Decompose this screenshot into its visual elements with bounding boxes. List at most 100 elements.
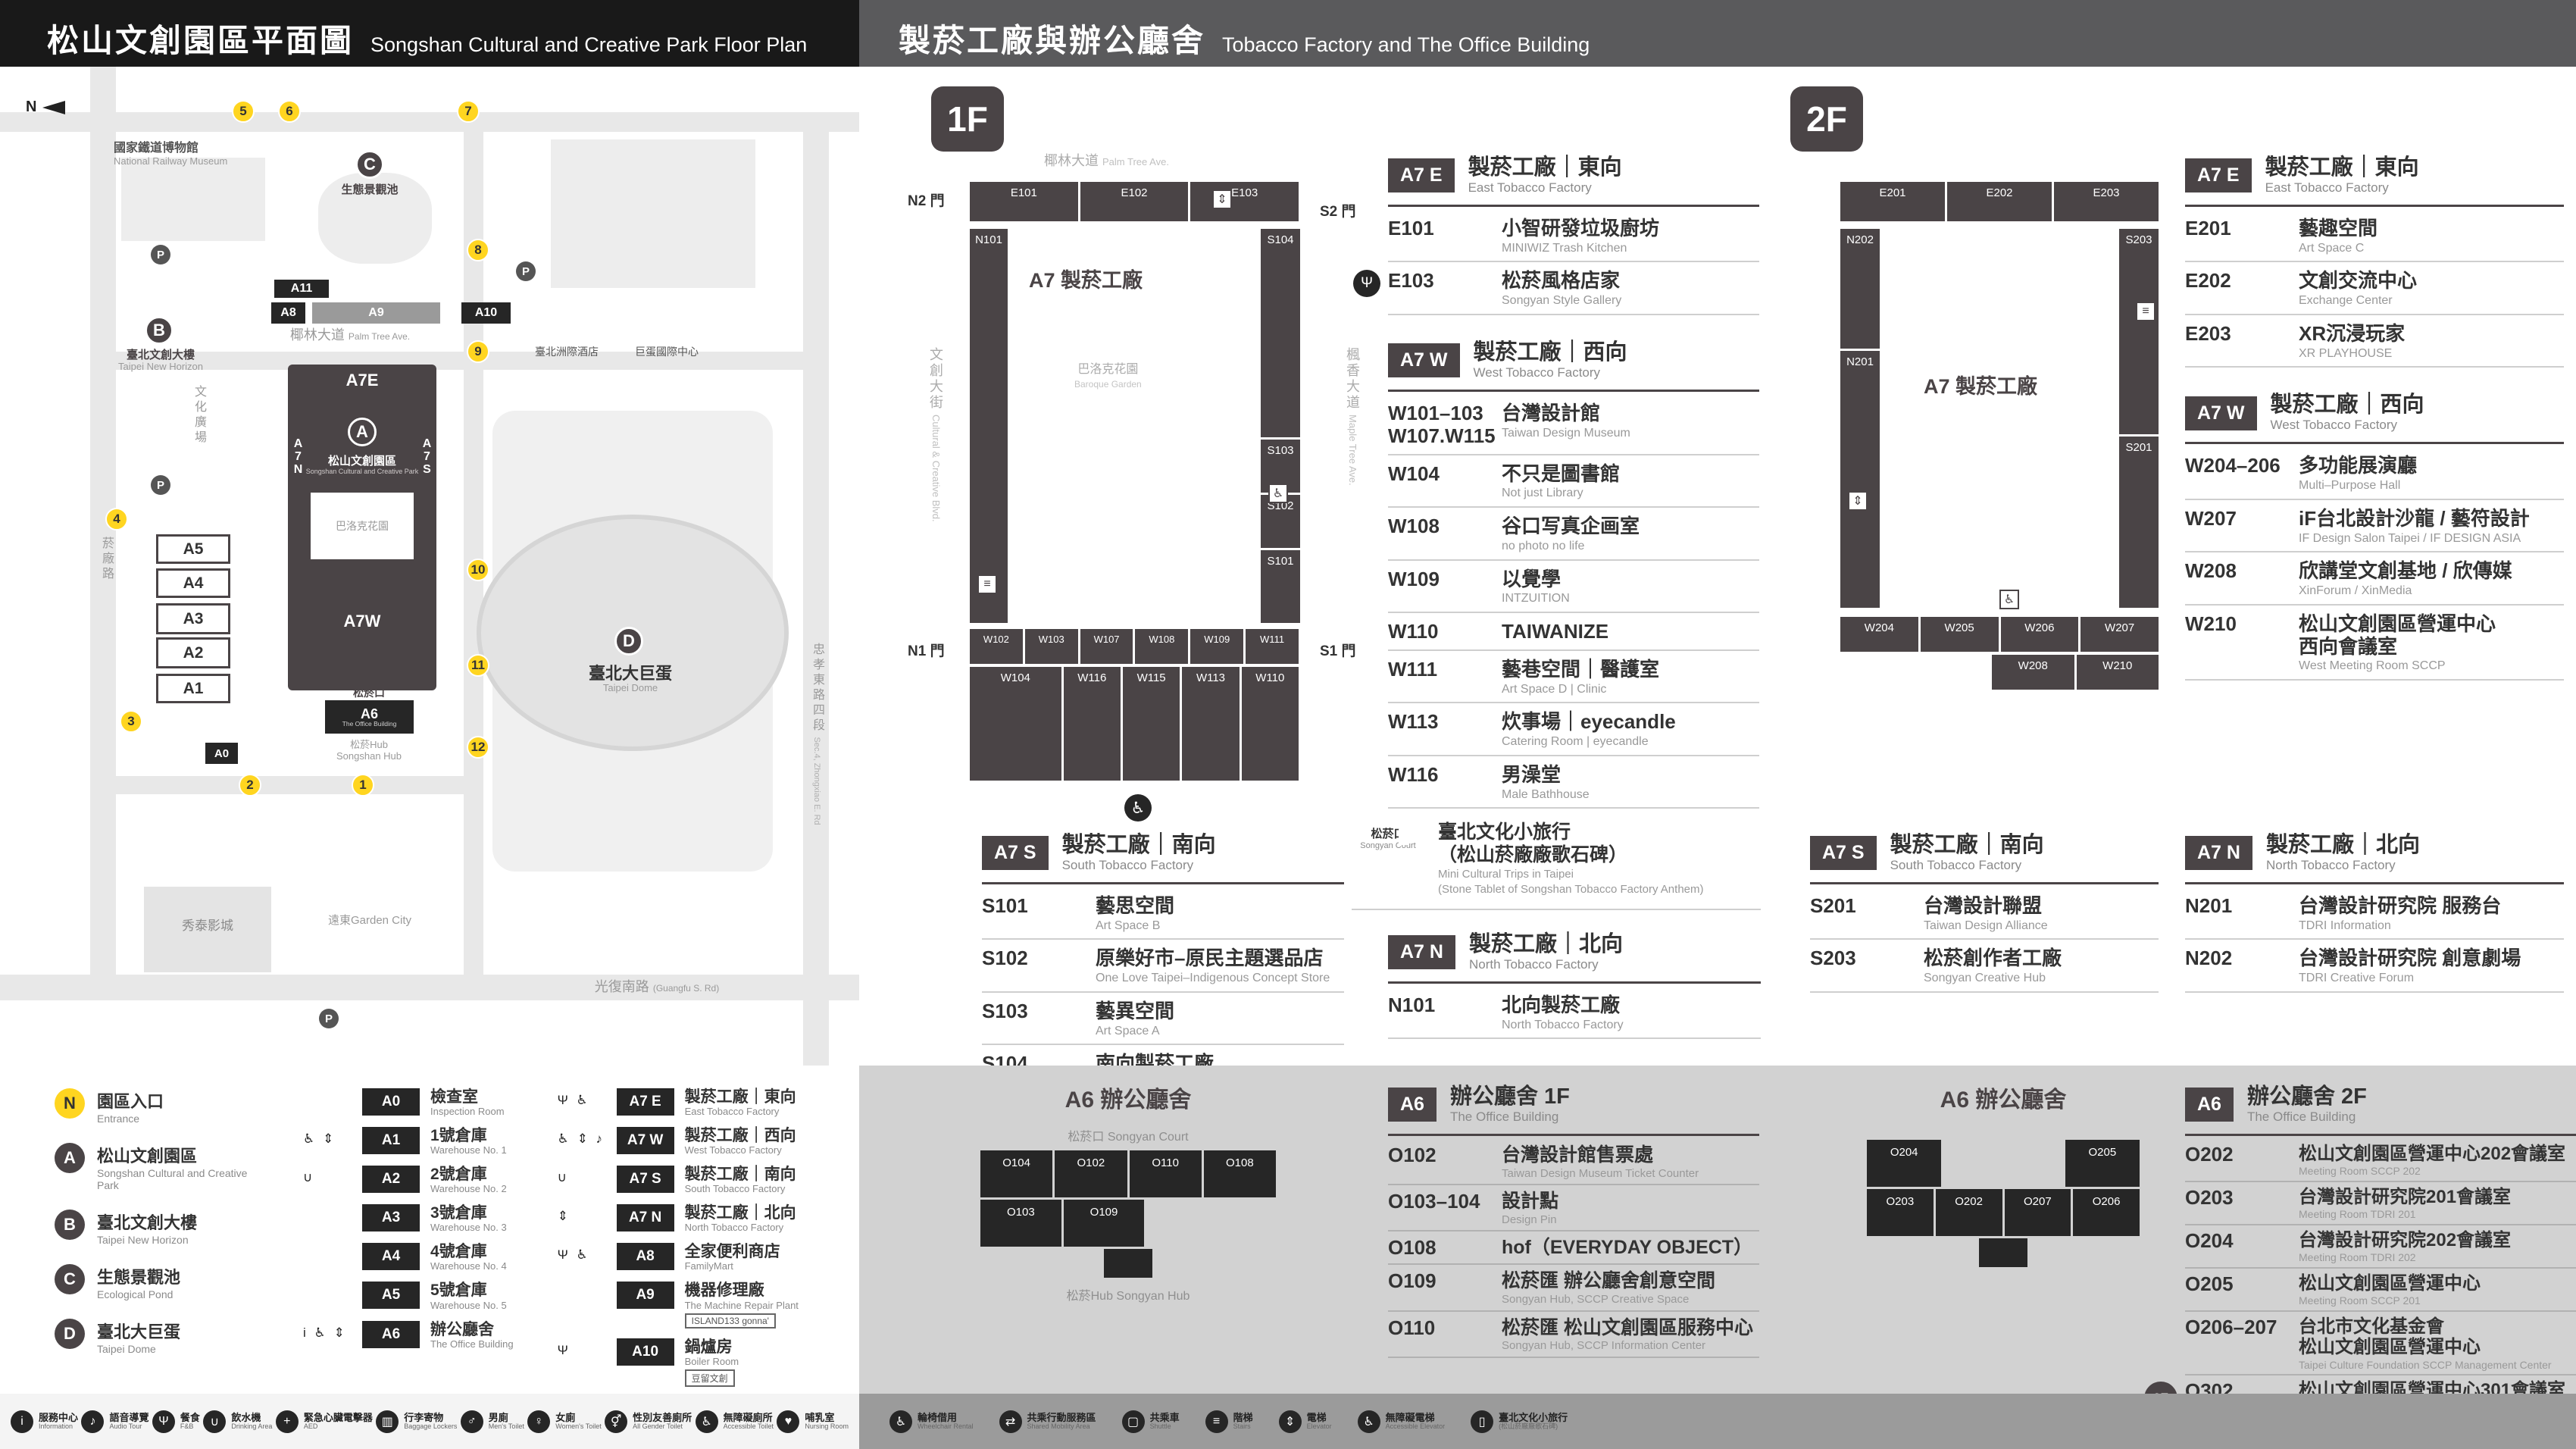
room-row: W108 谷口写真企画室 no photo no life xyxy=(1388,508,1759,561)
map-marker-9: 9 xyxy=(467,340,489,363)
zone-marker-icon: A xyxy=(55,1143,85,1174)
road-guangfu xyxy=(0,975,859,1000)
section-a7w-1f: A7 W 製菸工廠｜西向 West Tobacco Factory W101–1… xyxy=(1388,340,1759,809)
right-header-title-zh: 製菸工廠與辦公廳舍 xyxy=(899,23,1206,58)
zone-marker-icon: C xyxy=(55,1264,85,1295)
parking-icon: P xyxy=(151,245,170,264)
room-name: 炊事場｜eyecandle Catering Room | eyecandle xyxy=(1502,710,1676,749)
plan-room-cell: W102 xyxy=(970,629,1023,664)
building-name: 4號倉庫 Warehouse No. 4 xyxy=(430,1243,507,1272)
legend-building-row: Ψ ♿ A8 全家便利商店 FamilyMart xyxy=(558,1243,799,1272)
amenity-icons: ∪ xyxy=(303,1170,315,1185)
building-name: 機器修理廠 The Machine Repair Plant ISLAND133… xyxy=(684,1282,799,1329)
road-top xyxy=(0,112,859,132)
room-code: W104 xyxy=(1388,462,1440,485)
baroque-garden-courtyard: 巴洛克花園 xyxy=(311,493,414,559)
legend-building-row: i ♿ ⇕ A6 辦公廳舍 The Office Building xyxy=(303,1320,514,1350)
songyan-court-marker: 松菸口 Songyan Court xyxy=(1360,828,1416,850)
amenity-icons: Ψ ♿ xyxy=(557,1247,590,1263)
plan-room-cell: E103 xyxy=(1190,182,1299,221)
room-code: N201 xyxy=(2185,893,2233,917)
plan-room-cell: O202 xyxy=(1935,1189,2002,1236)
room-row: Ψ E103 松菸風格店家 Songyan Style Gallery xyxy=(1353,262,1759,315)
room-row: W204–206 多功能展演廳 Multi–Purpose Hall xyxy=(2185,447,2564,500)
room-code: W210 xyxy=(2185,612,2237,635)
north-arrow-icon xyxy=(42,100,66,114)
legend-building-row: A5 5號倉庫 Warehouse No. 5 xyxy=(362,1282,514,1311)
building-code-badge: A9 xyxy=(616,1282,674,1310)
plan-room-cell: W116 xyxy=(1063,667,1121,781)
plan-room-cell: W110 xyxy=(1241,667,1299,781)
left-panel-header: 松山文創園區平面圖 Songshan Cultural and Creative… xyxy=(0,0,859,67)
plan-room-cell: O103 xyxy=(980,1200,1061,1247)
room-row: W210 松山文創園區營運中心 西向會議室 West Meeting Room … xyxy=(2185,606,2564,681)
plan-room-cell: W207 xyxy=(2080,617,2159,652)
songyan-court-note-block: 松菸口 Songyan Court 臺北文化小旅行 （松山菸廠廠歌石碑） Min… xyxy=(1352,821,1761,1065)
room-name: 不只是圖書館 Not just Library xyxy=(1502,462,1621,500)
room-code: O204 xyxy=(2185,1228,2234,1252)
songyan-hub-map-label: 松菸Hub Songshan Hub xyxy=(336,739,402,762)
plan-room-cell: W103 xyxy=(1024,629,1078,664)
information-icon: i xyxy=(11,1410,33,1433)
northeast-block xyxy=(551,139,755,288)
room-row: S203 松菸創作者工廠 Songyan Creative Hub xyxy=(1810,940,2159,993)
dome-intl-label: 巨蛋國際中心 xyxy=(635,346,699,358)
plan-room-cell: S201 xyxy=(2119,436,2159,608)
room-code: N202 xyxy=(2185,947,2233,970)
room-row: S102 原樂好市–原民主題選品店 One Love Taipei–Indige… xyxy=(982,940,1344,993)
room-row: O202 松山文創園區營運中心202會議室 Meeting Room SCCP … xyxy=(2185,1139,2576,1182)
section-title-zh: 製菸工廠｜西向 xyxy=(2270,393,2424,418)
plan-center-label: A7 製菸工廠 xyxy=(1924,375,2038,398)
room-code: O110 xyxy=(1388,1316,1436,1339)
plan-room-cell: W210 xyxy=(2076,655,2159,690)
yanchang-rd-label: 菸廠路 xyxy=(100,537,113,582)
section-header: A7 N 製菸工廠｜北向 North Tobacco Factory xyxy=(1388,932,1761,984)
room-code: O108 xyxy=(1388,1236,1436,1260)
section-title-zh: 製菸工廠｜南向 xyxy=(1890,833,2044,857)
room-name: 松山文創園區營運中心 Meeting Room SCCP 201 xyxy=(2299,1272,2481,1307)
plan-room-cell: O203 xyxy=(1867,1189,1934,1236)
right-header-title-en: Tobacco Factory and The Office Building xyxy=(1222,33,1590,56)
eco-pond-label: 生態景觀池 xyxy=(341,183,399,196)
park-legend: N 園區入口 Entrance A 松山文創園區 Songshan Cultur… xyxy=(0,1066,859,1445)
room-name: 設計點 Design Pin xyxy=(1502,1191,1559,1226)
room-name: 台灣設計館售票處 Taiwan Design Museum Ticket Cou… xyxy=(1502,1144,1699,1180)
room-code: W116 xyxy=(1388,762,1439,786)
plan-room-cell: O110 xyxy=(1129,1150,1202,1197)
building-code-badge: A7 N xyxy=(616,1204,674,1232)
room-name: TAIWANIZE xyxy=(1502,619,1609,643)
building-a8: A8 xyxy=(271,302,305,324)
accessible-toilet-icon: ♿ xyxy=(695,1410,718,1433)
room-code: E203 xyxy=(2185,321,2231,345)
legend-building-row: ∪ A7 S 製菸工廠｜南向 South Tobacco Factory xyxy=(558,1166,799,1195)
room-code: S103 xyxy=(982,999,1028,1022)
plan-room-cell: W107 xyxy=(1080,629,1133,664)
amenity-item: ♪ 語音導覽 Audio Tour xyxy=(81,1410,148,1433)
room-name: 北向製菸工廠 North Tobacco Factory xyxy=(1502,993,1624,1031)
section-title-en: South Tobacco Factory xyxy=(1061,857,1194,872)
gate-n1-label: N1 門 xyxy=(908,643,945,659)
gate-s2-label: S2 門 xyxy=(1320,204,1356,220)
amenity-label: 女廁 Women's Toilet xyxy=(555,1411,602,1430)
cultural-trip-note: 松菸口 Songyan Court 臺北文化小旅行 （松山菸廠廠歌石碑） Min… xyxy=(1352,821,1761,910)
building-a6: A6 The Office Building xyxy=(325,700,414,734)
room-code: O202 xyxy=(2185,1142,2234,1166)
amenity-label: 輪椅借用 Wheelchair Rental xyxy=(918,1411,974,1430)
amenity-item: + 緊急心臟電擊器 AED xyxy=(275,1410,373,1433)
room-row: E201 藝趣空間 Art Space C xyxy=(2185,210,2564,263)
room-row: O206–207 台北市文化基金會 松山文創園區營運中心 Taipei Cult… xyxy=(2185,1312,2576,1376)
room-name: 台灣設計研究院 服務台 TDRI Information xyxy=(2299,893,2502,932)
section-title-zh: 製菸工廠｜東向 xyxy=(1468,155,1622,180)
accessible-chip-icon: ♿ xyxy=(1268,484,1288,503)
room-name: 台灣設計聯盟 Taiwan Design Alliance xyxy=(1924,893,2048,932)
building-name: 製菸工廠｜南向 South Tobacco Factory xyxy=(684,1166,796,1195)
parking-icon: P xyxy=(151,475,170,495)
legend-building-row: Ψ A10 鍋爐房 Boiler Room 豆留文創 xyxy=(558,1338,799,1387)
room-row: W208 欣講堂文創基地 / 欣傳媒 XinForum / XinMedia xyxy=(2185,552,2564,606)
amenity-icons: i ♿ ⇕ xyxy=(303,1325,347,1340)
map-marker-11: 11 xyxy=(467,654,489,677)
legend-zone-row: N 園區入口 Entrance xyxy=(55,1088,267,1125)
